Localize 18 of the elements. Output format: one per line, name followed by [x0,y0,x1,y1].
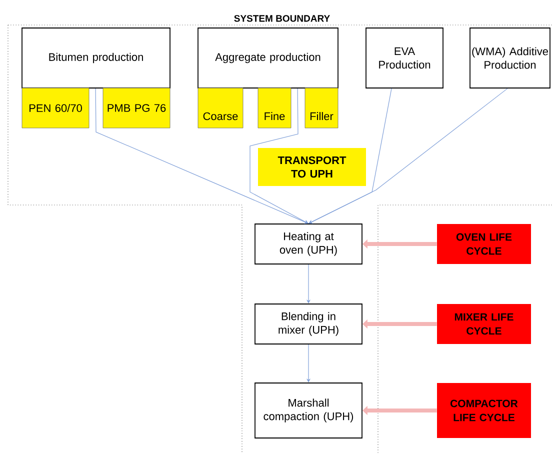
process-box: EVA Production [366,28,444,88]
product-box: PMB PG 76 [102,88,170,128]
arrow [250,88,308,224]
process-box: Bitumen production [22,28,170,88]
product-box: Coarse [198,88,244,128]
product-box: Fine [258,88,292,128]
product-box: Filler [304,88,338,128]
system-boundary [8,24,552,454]
process-box: Aggregate production [198,28,338,88]
process-box: Marshall compaction (UPH) [254,382,362,438]
arrow [95,88,308,224]
transport-band: TRANSPORT TO UPH [258,148,366,186]
process-box: (WMA) Additive Production [470,28,550,88]
boundary-title: SYSTEM BOUNDARY [234,15,330,22]
process-box: Heating at oven (UPH) [254,224,362,264]
product-box: PEN 60/70 [22,88,90,128]
arrow [308,88,508,224]
process-box: Blending in mixer (UPH) [254,304,362,344]
